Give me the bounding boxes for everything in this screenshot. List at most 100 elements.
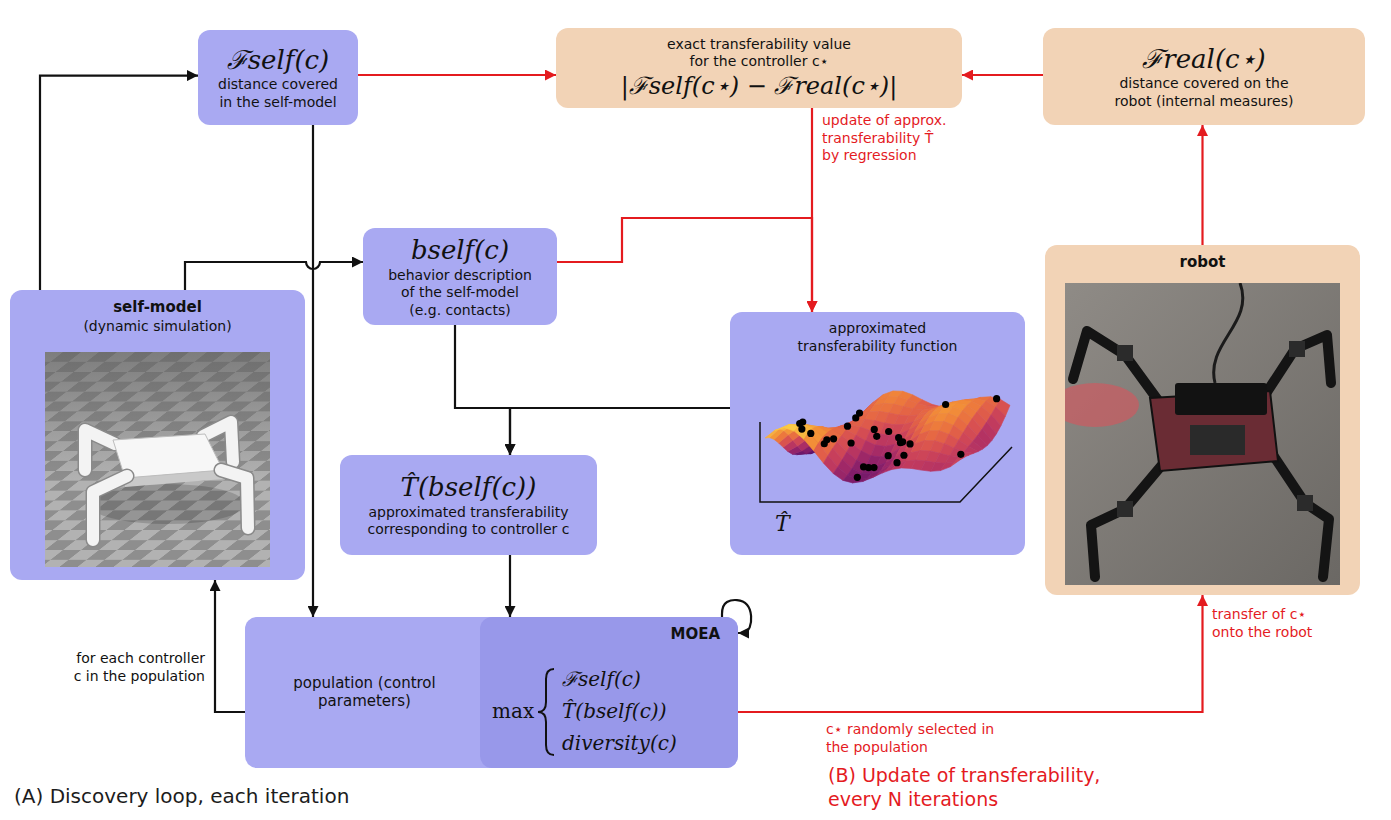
axis-symbol: T̂	[775, 510, 790, 538]
connector-label: for each controller c in the population	[68, 650, 205, 685]
formula: T̂(bself(c))	[401, 471, 537, 504]
graphic-part	[1273, 455, 1329, 577]
simulation-box: self-model(dynamic simulation)	[10, 290, 305, 580]
graphic-part	[1117, 345, 1133, 361]
graphic-part	[847, 439, 854, 446]
process-box: T̂(bself(c))approximated transferability…	[340, 455, 597, 555]
graphic-part	[942, 401, 949, 408]
graphic-part	[865, 464, 872, 471]
process-box: ℱself(c)distance covered in the self-mod…	[198, 30, 358, 125]
connector-label: c⋆ randomly selected in the population	[826, 721, 1006, 756]
process-box: ℱreal(c⋆)distance covered on the robot (…	[1043, 28, 1365, 125]
graphic-part	[1175, 383, 1267, 415]
graphic-part	[807, 430, 814, 437]
graphic-part	[854, 474, 861, 481]
graphic-part	[1265, 335, 1331, 395]
graphic-part	[538, 669, 554, 755]
connector-arrow	[215, 580, 245, 712]
graphic-part	[993, 395, 1000, 402]
graphic-part	[45, 352, 270, 567]
graphic-part	[1117, 501, 1133, 517]
graphic-part	[885, 428, 892, 435]
region-title: (A) Discovery loop, each iteration	[14, 784, 349, 809]
graphic-part	[950, 457, 964, 467]
illustration	[45, 352, 270, 567]
robot-box: robot	[1045, 245, 1360, 595]
graphic-part	[957, 451, 964, 458]
formula: max	[492, 699, 534, 724]
graphic-part	[221, 470, 248, 528]
optimizer-box: MOEA max ℱself(c) T̂(bself(c)) diversity(c)	[480, 617, 738, 768]
connector-arrow	[455, 325, 510, 455]
graphic-part	[1214, 283, 1243, 383]
graphic-part	[93, 476, 127, 540]
graphic-part	[798, 426, 805, 433]
graphic-part	[85, 430, 115, 470]
box-text: (dynamic simulation)	[83, 318, 231, 336]
region-fill	[0, 0, 1035, 820]
graphic-part	[221, 470, 248, 528]
region-fill	[470, 0, 1391, 820]
population-box: population (control parameters) MOEA max ℱs…	[245, 617, 738, 768]
graphic-part	[899, 438, 906, 445]
graphic-part	[893, 459, 900, 466]
connector-arrow	[811, 108, 813, 312]
connector-arrow	[738, 595, 1203, 712]
formula: ℱreal(c⋆)	[1142, 43, 1265, 76]
box-text: approximated transferability correspondi…	[356, 504, 581, 539]
graphic-part	[1065, 383, 1139, 427]
graphic-part	[799, 419, 806, 426]
box-text: exact transferability value for the cont…	[662, 36, 857, 71]
box-title: self-model	[113, 298, 202, 318]
graphic-part	[941, 462, 955, 471]
box-text: distance covered in the self-model	[213, 76, 343, 111]
graphic-part	[844, 423, 851, 430]
graphic-part	[1297, 495, 1313, 511]
connector-arrow	[40, 76, 198, 290]
graphic-part	[85, 430, 115, 470]
graphic-part	[873, 433, 880, 440]
illustration	[1065, 283, 1340, 585]
annotation: transfer of c⋆ onto the robot	[1212, 606, 1327, 641]
connector-arrow	[185, 262, 363, 290]
region-title: (B) Update of transferability, every N i…	[828, 764, 1128, 812]
formula: ℱself(c)	[227, 44, 330, 77]
formula-box: exact transferability value for the cont…	[556, 28, 962, 108]
box-title: MOEA	[670, 625, 720, 645]
graphic-part	[900, 452, 907, 459]
process-box: bself(c)behavior description of the self…	[363, 228, 557, 325]
box-title: robot	[1180, 253, 1226, 273]
graphic-part	[885, 452, 892, 459]
connector-arrow	[312, 125, 314, 617]
graphic-part	[1073, 331, 1160, 403]
box-title: approximated transferability function	[785, 320, 970, 355]
box-text: distance covered on the robot (internal …	[1104, 75, 1304, 110]
graphic-part	[765, 429, 779, 438]
graphic-part	[1190, 425, 1245, 455]
graphic-part	[823, 436, 830, 443]
objective: diversity(c)	[562, 731, 677, 756]
connector-arrow	[962, 74, 1043, 76]
graphic-part	[45, 352, 270, 567]
connector-arrow	[510, 408, 730, 455]
graphic-part	[906, 440, 913, 447]
objective: ℱself(c)	[562, 667, 641, 692]
graphic-part	[871, 426, 878, 433]
connector-arrow	[1201, 125, 1203, 245]
connector-arrow	[557, 218, 812, 312]
graphic-part	[1065, 283, 1340, 585]
plot-box: approximated transferability functionT̂	[730, 312, 1025, 555]
connector-label: update of approx. transferability T̂ by …	[822, 112, 952, 165]
connector-arrow	[358, 74, 556, 76]
formula: bself(c)	[411, 234, 509, 267]
graphic-part	[1091, 465, 1162, 577]
graphic-part	[1289, 341, 1305, 357]
graphic-part	[852, 414, 859, 421]
objective: T̂(bself(c))	[562, 699, 666, 724]
graphic-part	[760, 422, 1012, 502]
graphic-part	[830, 435, 837, 442]
graphic-part	[93, 476, 127, 540]
box-text: population (control parameters)	[257, 674, 472, 712]
